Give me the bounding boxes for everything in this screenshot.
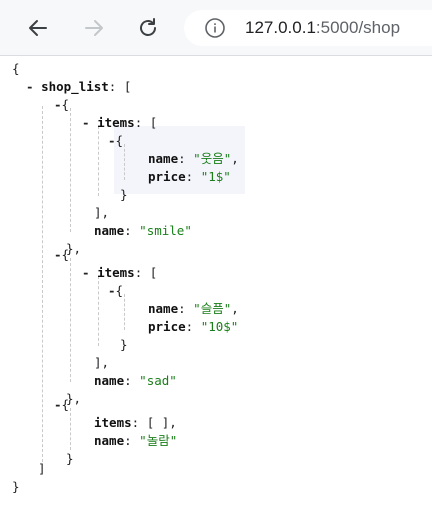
hover-highlight	[114, 126, 245, 194]
brace: {	[115, 133, 124, 148]
punct: : [	[108, 79, 132, 94]
reload-icon	[140, 18, 156, 36]
collapse-toggle[interactable]: -	[26, 79, 34, 94]
json-key-name: name	[94, 373, 125, 388]
json-line: ],	[94, 205, 110, 220]
json-viewer: { - shop_list: [ -{ - items: [ -{ name: …	[0, 56, 432, 526]
collapse-toggle[interactable]: -	[108, 283, 116, 298]
json-line: items: [ ],	[94, 415, 177, 430]
json-line: -{	[54, 396, 69, 414]
json-line: },	[66, 391, 82, 406]
brace: }	[12, 479, 20, 494]
info-icon[interactable]	[204, 17, 226, 39]
indent-guide	[124, 294, 125, 330]
address-bar[interactable]: 127.0.0.1:5000/shop	[184, 10, 432, 46]
json-line: price: "10$"	[148, 319, 239, 334]
collapse-toggle[interactable]: -	[82, 265, 90, 280]
json-line: -{	[54, 96, 69, 114]
json-line: name: "슬픔",	[148, 301, 239, 316]
json-line: name: "웃음",	[148, 151, 239, 166]
browser-toolbar: 127.0.0.1:5000/shop	[0, 0, 432, 56]
json-line: },	[66, 241, 82, 256]
forward-button[interactable]	[80, 14, 108, 42]
brace: {	[12, 61, 20, 76]
json-key-items: items	[94, 415, 132, 430]
json-line: -{	[108, 282, 123, 300]
json-empty-array: [ ]	[146, 415, 170, 430]
reload-button[interactable]	[134, 14, 162, 42]
json-key-items: items	[97, 115, 135, 130]
bracket: ]	[38, 461, 46, 476]
json-line: price: "1$"	[148, 169, 231, 184]
brace: {	[115, 283, 124, 298]
json-value-string: "10$"	[200, 319, 239, 334]
json-line: -{	[54, 246, 69, 264]
collapse-toggle[interactable]: -	[54, 97, 62, 112]
json-line: name: "sad"	[94, 373, 177, 388]
url-host: 127.0.0.1	[245, 18, 316, 37]
json-line: name: "놀람"	[94, 433, 178, 448]
json-key-name: name	[148, 151, 179, 166]
arrow-right-icon	[85, 20, 103, 36]
json-key-name: name	[94, 433, 125, 448]
json-value-string: "놀람"	[139, 433, 178, 448]
json-line: - shop_list: [	[26, 78, 131, 96]
arrow-left-icon	[29, 20, 47, 36]
indent-guide	[70, 408, 71, 450]
json-value-string: "웃음"	[193, 151, 232, 166]
json-line: - items: [	[82, 115, 158, 130]
indent-guide	[98, 276, 99, 346]
collapse-toggle[interactable]: -	[54, 397, 62, 412]
collapse-toggle[interactable]: -	[108, 133, 116, 148]
json-line: - items: [	[82, 265, 158, 280]
url-text[interactable]: 127.0.0.1:5000/shop	[245, 18, 400, 38]
json-line: }	[12, 478, 20, 496]
url-path: :5000/shop	[315, 18, 401, 37]
indent-guide	[124, 144, 125, 180]
json-line: ],	[94, 355, 110, 370]
json-key-items: items	[97, 265, 135, 280]
json-value-string: "슬픔"	[193, 301, 232, 316]
json-key-name: name	[148, 301, 179, 316]
json-line: ]	[38, 460, 46, 478]
json-key-price: price	[148, 319, 186, 334]
indent-guide	[70, 258, 71, 382]
json-key-shop-list: shop_list	[41, 79, 109, 94]
collapse-toggle[interactable]: -	[54, 247, 62, 262]
json-line: name: "smile"	[94, 223, 192, 238]
json-value-string: "smile"	[139, 223, 192, 238]
json-line: }	[120, 337, 128, 352]
json-value-string: "1$"	[200, 169, 231, 184]
indent-guide	[98, 126, 99, 196]
brace: {	[61, 397, 70, 412]
brace: {	[61, 247, 70, 262]
json-line: -{	[108, 132, 123, 150]
json-line: }	[120, 187, 128, 202]
indent-guide	[42, 106, 43, 462]
json-value-string: "sad"	[139, 373, 177, 388]
collapse-toggle[interactable]: -	[82, 115, 90, 130]
json-key-name: name	[94, 223, 125, 238]
json-line: }	[66, 451, 74, 466]
brace: {	[61, 97, 70, 112]
indent-guide	[70, 108, 71, 232]
json-key-price: price	[148, 169, 186, 184]
back-button[interactable]	[24, 14, 52, 42]
json-line: {	[12, 60, 20, 78]
